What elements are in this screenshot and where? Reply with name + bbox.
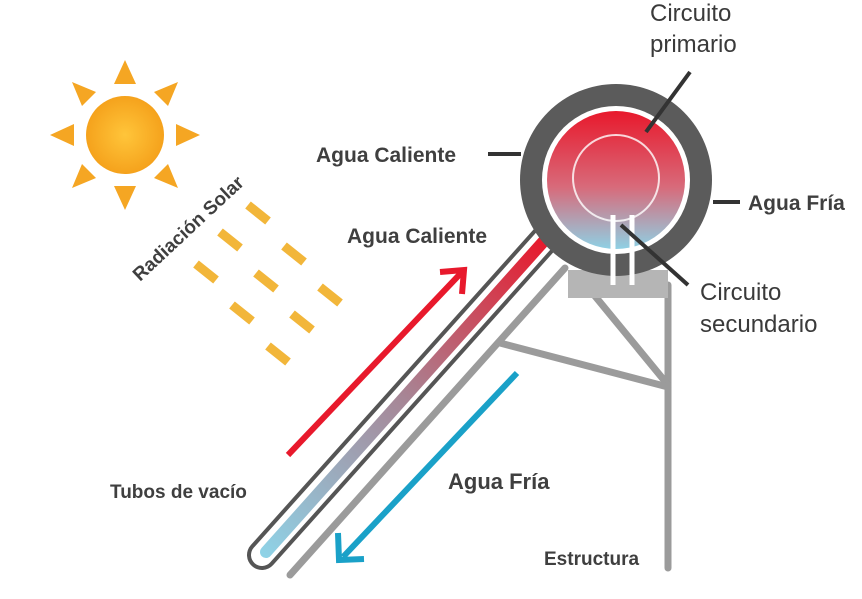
flow-hot-water-label: Agua Caliente [347, 225, 487, 248]
primary-circuit-label-line2: primario [650, 31, 737, 58]
support-structure [286, 264, 672, 579]
tank-cold-water-label: Agua Fría [748, 192, 845, 215]
solar-radiation-label: Radiación Solar [129, 172, 249, 286]
vacuum-tube [247, 213, 570, 570]
tank-hot-water-label: Agua Caliente [316, 144, 456, 167]
secondary-circuit-pipes [610, 215, 635, 285]
primary-circuit-label-line1: Circuito [650, 0, 731, 27]
solar-radiation-rays [193, 201, 343, 366]
primary-circuit-leader [644, 70, 692, 134]
hot-water-arrow [285, 266, 468, 458]
structure-label: Estructura [544, 549, 639, 570]
secondary-circuit-label-line1: Circuito [700, 279, 781, 306]
flow-cold-water-label: Agua Fría [448, 469, 550, 494]
vacuum-tubes-label: Tubos de vacío [110, 482, 247, 503]
sun-icon [50, 60, 200, 210]
cold-water-arrow [335, 370, 520, 564]
secondary-circuit-label-line2: secundario [700, 311, 817, 338]
storage-tank [520, 84, 712, 276]
secondary-circuit-leader [619, 223, 690, 287]
